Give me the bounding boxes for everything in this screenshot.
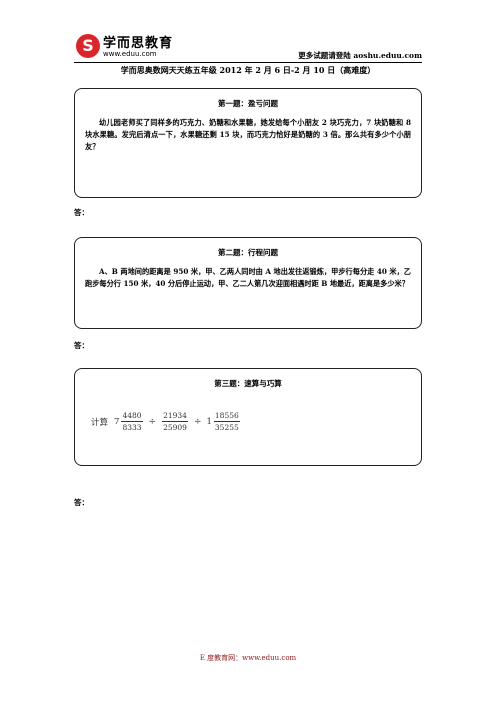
math-label: 计算	[91, 417, 109, 428]
fraction-3-denominator: 35255	[214, 423, 239, 432]
logo: S 学而思教育 www.eduu.com	[76, 31, 186, 63]
footer-text: E 度教育网：www.eduu.com	[199, 654, 297, 662]
fraction-3: 18556 35255	[213, 411, 240, 432]
fraction-1-numerator: 4480	[121, 411, 143, 422]
logo-name: 学而思教育	[103, 36, 174, 51]
answer-label-3: 答：	[74, 498, 89, 507]
divide-operator-2: ÷	[193, 416, 202, 427]
fraction-1: 4480 8333	[121, 411, 143, 432]
problem-box-1: 第一题：盈亏问题 幼儿园老师买了同样多的巧克力、奶糖和水果糖，她发给每个小朋友 …	[74, 88, 422, 198]
document-title: 学而思奥数网天天练五年级 2012 年 2 月 6 日-2 月 10 日（高难度…	[120, 65, 376, 75]
answer-label-2: 答：	[74, 341, 89, 350]
problem-2-title: 第二题：行程问题	[218, 248, 278, 257]
problem-box-2: 第二题：行程问题 A、B 两地间的距离是 950 米，甲、乙两人同时由 A 地出…	[74, 237, 422, 329]
header-divider	[74, 62, 422, 63]
mixed-whole-3: 1	[206, 416, 212, 427]
fraction-2: 21934 25909	[162, 411, 188, 432]
divide-operator-1: ÷	[148, 416, 157, 427]
fraction-1-denominator: 8333	[122, 423, 142, 432]
answer-label-1: 答：	[74, 208, 89, 217]
problem-3-title: 第三题：速算与巧算	[214, 379, 282, 388]
math-expression: 计算 7 4480 8333 ÷ 21934 25909 ÷ 1 18556 3…	[91, 411, 241, 432]
mixed-whole-1: 7	[114, 416, 120, 427]
logo-url: www.eduu.com	[103, 50, 157, 58]
fraction-2-numerator: 21934	[162, 411, 188, 422]
header-link-text[interactable]: 更多试题请登陆 aoshu.eduu.com	[298, 51, 422, 60]
fraction-2-denominator: 25909	[163, 423, 187, 432]
problem-box-3: 第三题：速算与巧算 计算 7 4480 8333 ÷ 21934 25909 ÷…	[74, 368, 422, 466]
logo-mark-icon: S	[76, 34, 100, 58]
problem-1-body: 幼儿园老师买了同样多的巧克力、奶糖和水果糖，她发给每个小朋友 2 块巧克力，7 …	[85, 118, 411, 151]
problem-1-title: 第一题：盈亏问题	[218, 99, 278, 108]
fraction-3-numerator: 18556	[213, 411, 240, 422]
problem-2-body: A、B 两地间的距离是 950 米，甲、乙两人同时由 A 地出发往返锻炼，甲步行…	[85, 267, 411, 288]
